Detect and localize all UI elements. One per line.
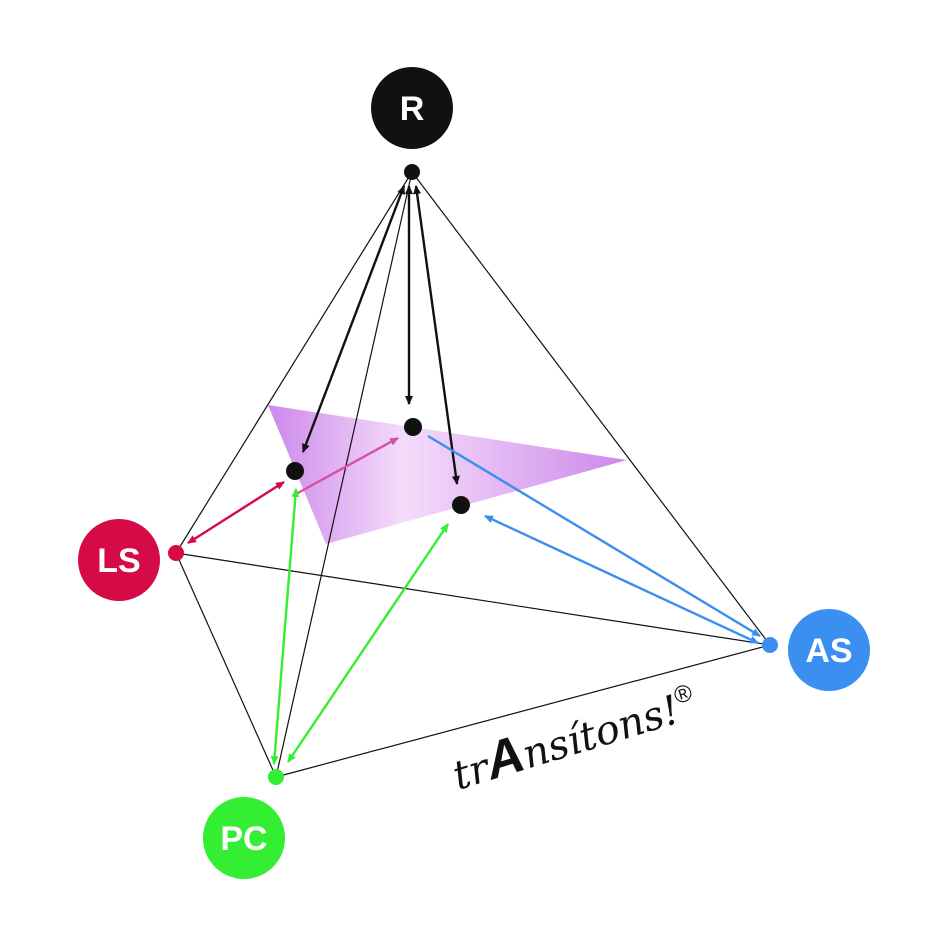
brand-wordmark: trAnsítons!® [445,672,703,801]
arrow-ls-to-left-point-a [187,480,285,545]
edge-r-as [411,171,771,646]
arrow-pc-to-left-point [270,488,300,765]
edge-ls-as [175,552,771,646]
node-ls-label: LS [97,542,140,580]
node-ls-badge [78,519,160,601]
vertex-dot-pc [268,769,284,785]
brand-suffix: nsítons! [517,687,685,778]
arrow-r-to-right-point [413,185,460,485]
interior-point-top [404,418,422,436]
arrows-red [187,436,399,545]
vertex-dot-ls [168,545,184,561]
arrow-r-to-left-point [301,185,406,453]
node-pc: PC [203,797,285,879]
node-pc-label: PC [220,820,267,858]
node-as-label: AS [805,632,852,670]
node-r-badge [371,67,453,149]
node-as: AS [788,609,870,691]
interior-point-left [286,462,304,480]
brand-text: trAnsítons!® [445,672,703,801]
node-r: R [371,67,453,149]
interior-points [286,418,470,514]
node-as-badge [788,609,870,691]
vertex-dots [168,164,778,785]
edge-ls-pc [175,552,277,778]
arrow-left-to-top-point [295,436,399,496]
arrows-green [270,488,449,765]
arrows-blue [427,434,761,645]
vertex-dot-r [404,164,420,180]
node-ls: LS [78,519,160,601]
tetrahedron-back-edges [175,552,771,646]
node-pc-badge [203,797,285,879]
interior-point-right [452,496,470,514]
vertex-dot-as [762,637,778,653]
arrow-pc-to-right-point [287,523,449,763]
node-r-label: R [400,90,425,128]
arrows-black [301,185,460,485]
arrow-as-to-right-point [484,514,759,645]
